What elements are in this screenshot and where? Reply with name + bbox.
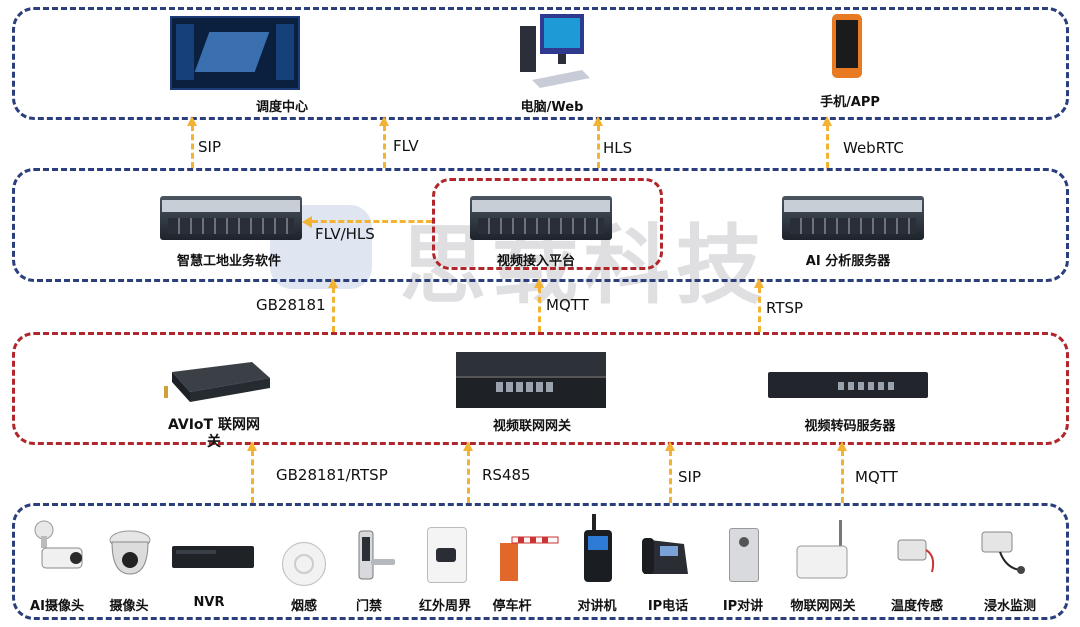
rack-gateway-icon	[456, 352, 606, 410]
hls-label: HLS	[603, 139, 633, 157]
mobile-app-label: 手机/APP	[820, 95, 880, 110]
gateway-box-icon	[162, 358, 274, 406]
access-control-icon	[357, 529, 397, 583]
aviot-gateway-label: AVIoT 联网网	[168, 417, 260, 433]
sip-up-arrow	[187, 116, 197, 168]
ip-intercom-icon	[729, 528, 759, 582]
device-label: IP对讲	[722, 599, 764, 614]
smartphone-icon	[832, 14, 862, 78]
ai-camera-icon	[28, 520, 86, 578]
mqtt-bottom-label: MQTT	[855, 468, 898, 486]
sip-top-label: SIP	[198, 138, 221, 156]
rack-transcoder-icon	[768, 372, 928, 398]
flv-hls-label: FLV/HLS	[315, 225, 375, 243]
flv-hls-left-arrow	[302, 215, 432, 228]
rack-server-icon	[160, 196, 302, 240]
smoke-detector-icon	[282, 542, 326, 586]
video-platform-highlight	[432, 178, 663, 270]
mqtt-mid-label: MQTT	[546, 296, 589, 314]
infrared-perimeter-icon	[427, 527, 467, 583]
flv-label: FLV	[393, 137, 419, 155]
walkie-talkie-icon	[584, 514, 612, 582]
device-layer-frame	[12, 503, 1069, 620]
pc-web-label: 电脑/Web	[520, 100, 584, 115]
device-label: 摄像头	[109, 599, 149, 614]
rs485-up-arrow	[463, 441, 473, 503]
gb28181-label: GB28181	[256, 296, 326, 314]
smart-site-software-label: 智慧工地业务软件	[176, 254, 282, 269]
dome-camera-icon	[109, 530, 151, 576]
device-label: 对讲机	[577, 599, 617, 614]
parking-barrier-icon	[498, 527, 560, 583]
gb28181-rtsp-label: GB28181/RTSP	[276, 466, 388, 484]
dashboard-screen-icon	[170, 16, 300, 90]
webrtc-up-arrow	[822, 116, 832, 168]
desktop-computer-icon	[518, 12, 592, 94]
video-access-platform-label: 视频接入平台	[496, 254, 576, 269]
temperature-sensor-icon	[896, 536, 940, 576]
device-label: 停车杆	[492, 599, 532, 614]
gateway-layer-frame	[12, 332, 1069, 445]
device-label: 门禁	[355, 599, 383, 614]
rtsp-up-arrow	[754, 278, 764, 332]
device-label: IP电话	[647, 599, 689, 614]
iot-gateway-icon	[795, 518, 851, 580]
device-label: 红外周界	[418, 599, 472, 614]
dispatch-center-label: 调度中心	[255, 100, 309, 115]
gb28181-up-arrow	[328, 278, 338, 332]
device-label: 浸水监测	[983, 599, 1037, 614]
ai-analysis-server-label: AI 分析服务器	[805, 254, 891, 269]
webrtc-label: WebRTC	[843, 139, 904, 157]
mqtt-up-arrow	[534, 278, 544, 332]
app-layer-frame	[12, 7, 1069, 120]
hls-up-arrow	[593, 116, 603, 168]
device-label: 温度传感	[890, 599, 944, 614]
water-leak-sensor-icon	[980, 528, 1026, 576]
rs485-label: RS485	[482, 466, 531, 484]
device-label: 烟感	[290, 599, 318, 614]
device-label: NVR	[193, 595, 225, 610]
device-label: 物联网网关	[790, 599, 856, 614]
flv-up-arrow	[379, 116, 389, 168]
mqtt-bottom-up-arrow	[837, 441, 847, 503]
aviot-gateway-label-wrap: 关	[207, 434, 221, 450]
gb28181-rtsp-up-arrow	[247, 441, 257, 503]
video-network-gateway-label: 视频联网网关	[492, 419, 572, 434]
rack-server-icon	[782, 196, 924, 240]
rack-server-icon	[470, 196, 612, 240]
rtsp-label: RTSP	[766, 299, 804, 317]
nvr-icon	[172, 546, 254, 568]
sip-bottom-label: SIP	[678, 468, 701, 486]
sip-bottom-up-arrow	[665, 441, 675, 503]
device-label: AI摄像头	[30, 599, 84, 614]
video-transcoding-server-label: 视频转码服务器	[804, 419, 896, 434]
ip-phone-icon	[640, 534, 692, 580]
